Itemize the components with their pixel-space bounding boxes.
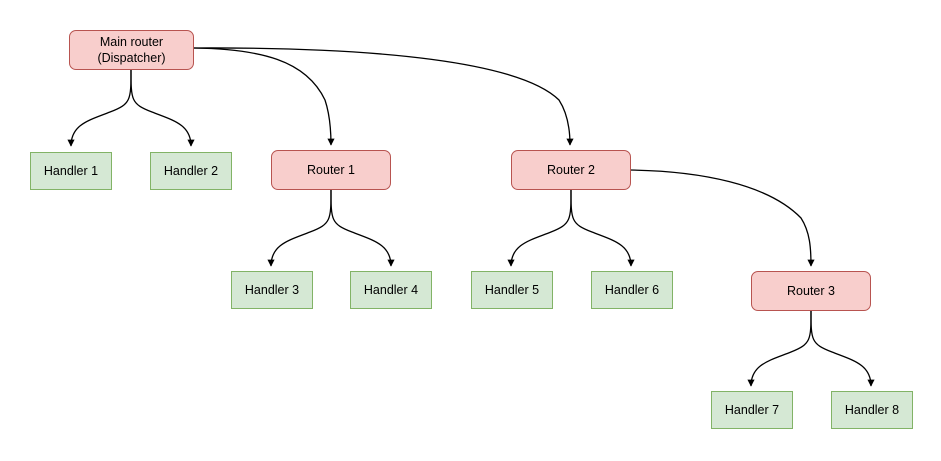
edge-router-2-to-handler-5 (507, 189, 572, 267)
node-router-3-label: Router 3 (787, 283, 835, 298)
node-handler-8[interactable]: Handler 8 (831, 391, 913, 429)
edge-main-router-to-handler-1 (67, 69, 132, 147)
node-handler-6[interactable]: Handler 6 (591, 271, 673, 309)
edge-router-2-to-handler-6 (570, 189, 635, 267)
edge-router-1-to-handler-3 (267, 189, 332, 267)
node-handler-1-label: Handler 1 (43, 163, 99, 178)
node-router-2[interactable]: Router 2 (511, 150, 631, 190)
node-handler-4[interactable]: Handler 4 (350, 271, 432, 309)
node-handler-7-label: Handler 7 (724, 402, 780, 417)
edge-main-router-to-handler-2 (130, 69, 195, 147)
node-handler-5-label: Handler 5 (484, 282, 540, 297)
node-main-router[interactable]: Main router (Dispatcher) (69, 30, 194, 70)
node-handler-1[interactable]: Handler 1 (30, 152, 112, 190)
edge-router-3-to-handler-8 (810, 310, 875, 387)
node-router-2-label: Router 2 (547, 162, 595, 177)
node-handler-2-label: Handler 2 (163, 163, 219, 178)
node-handler-7[interactable]: Handler 7 (711, 391, 793, 429)
node-router-3[interactable]: Router 3 (751, 271, 871, 311)
edge-main-router-to-router-1 (193, 47, 335, 146)
edge-router-2-to-router-3 (629, 169, 815, 267)
node-handler-4-label: Handler 4 (363, 282, 419, 297)
edge-main-router-to-router-2 (193, 47, 574, 146)
node-handler-6-label: Handler 6 (604, 282, 660, 297)
node-handler-3-label: Handler 3 (244, 282, 300, 297)
node-handler-3[interactable]: Handler 3 (231, 271, 313, 309)
node-handler-5[interactable]: Handler 5 (471, 271, 553, 309)
edge-router-3-to-handler-7 (747, 310, 812, 387)
node-main-router-label-line2: (Dispatcher) (97, 51, 166, 65)
node-main-router-label-line1: Main router (99, 34, 164, 49)
node-handler-2[interactable]: Handler 2 (150, 152, 232, 190)
node-handler-8-label: Handler 8 (844, 402, 900, 417)
edge-router-1-to-handler-4 (330, 189, 395, 267)
node-router-1[interactable]: Router 1 (271, 150, 391, 190)
node-router-1-label: Router 1 (307, 162, 355, 177)
